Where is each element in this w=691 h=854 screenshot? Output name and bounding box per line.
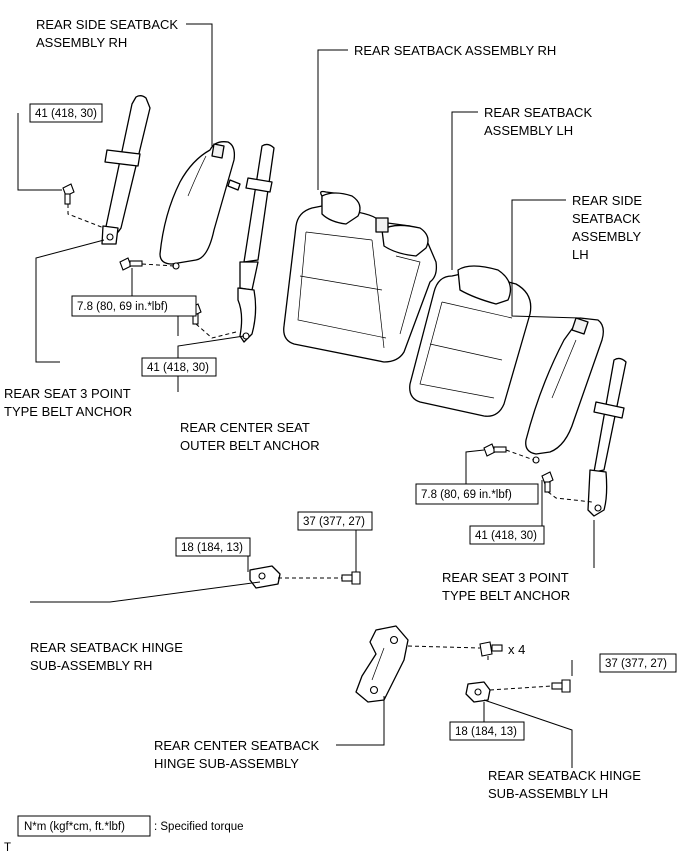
rear-side-seatback-lh [525,317,604,464]
rear-center-outer-belt [237,143,275,343]
label-hinge-rh-2: SUB-ASSEMBLY RH [30,658,152,673]
torque-box [29,103,103,123]
label-rear-side-seatback-lh-4: LH [572,247,589,262]
torque-box [599,653,677,673]
rear-seat-3-point-belt-lh [587,357,627,517]
legend-unit-box [17,815,151,837]
label-rear-seatback-lh: REAR SEATBACK [484,105,592,120]
torque-box [175,537,251,557]
torque-value: 7.8 (80, 69 in.*lbf) [77,301,168,313]
part-labels: REAR SIDE SEATBACK ASSEMBLY RH REAR SEAT… [4,17,642,801]
label-rear-side-seatback-lh-3: ASSEMBLY [572,229,641,244]
rear-seatback-hinge-rh [249,565,281,589]
label-rear-side-seatback-rh-2: ASSEMBLY RH [36,35,127,50]
legend-meaning: : Specified torque [154,821,244,833]
footer-mark: T [4,842,11,854]
label-rear-seatback-lh-2: ASSEMBLY LH [484,123,573,138]
label-center-belt-anchor: REAR CENTER SEAT [180,420,310,435]
label-rear-side-seatback-rh: REAR SIDE SEATBACK [36,17,178,32]
label-rear-side-seatback-lh: REAR SIDE [572,193,642,208]
torque-legend: N*m (kgf*cm, ft.*lbf) : Specified torque… [4,815,244,854]
torque-box [297,511,373,531]
torque-box [71,295,197,317]
label-hinge-lh: REAR SEATBACK HINGE [488,768,641,783]
torque-value: 37 (377, 27) [303,516,365,528]
torque-value: 18 (184, 13) [181,542,243,554]
label-bolt-quantity: x 4 [508,642,525,657]
torque-value: 41 (418, 30) [147,362,209,374]
torque-box [449,721,525,741]
torque-value: 41 (418, 30) [35,108,97,120]
torque-value: 41 (418, 30) [475,530,537,542]
torque-box [469,525,545,545]
assembly-dashed-lines [67,204,593,691]
label-hinge-lh-2: SUB-ASSEMBLY LH [488,786,608,801]
rear-seatback-lh [409,265,532,417]
rear-seat-3-point-belt-rh [101,95,151,245]
label-belt-anchor-lh: REAR SEAT 3 POINT [442,570,569,585]
torque-value: 7.8 (80, 69 in.*lbf) [421,489,512,501]
label-center-hinge-2: HINGE SUB-ASSEMBLY [154,756,299,771]
rear-center-seatback-hinge [355,625,409,703]
label-belt-anchor-rh: REAR SEAT 3 POINT [4,386,131,401]
label-belt-anchor-lh-2: TYPE BELT ANCHOR [442,588,570,603]
torque-value: 18 (184, 13) [455,726,517,738]
rear-seatback-hinge-lh [465,681,491,703]
rear-side-seatback-rh [159,141,241,270]
torque-value: 37 (377, 27) [605,658,667,670]
torque-box [141,357,217,377]
bolt-icon [62,183,571,693]
torque-spec-boxes: 41 (418, 30) 7.8 (80, 69 in.*lbf) 41 (41… [29,103,677,741]
rear-seatback-rh [283,190,438,363]
legend-unit-text: N*m (kgf*cm, ft.*lbf) [24,821,125,833]
label-center-belt-anchor-2: OUTER BELT ANCHOR [180,438,320,453]
label-hinge-rh: REAR SEATBACK HINGE [30,640,183,655]
label-belt-anchor-rh-2: TYPE BELT ANCHOR [4,404,132,419]
torque-box [415,483,539,505]
label-rear-seatback-rh: REAR SEATBACK ASSEMBLY RH [354,43,556,58]
label-center-hinge: REAR CENTER SEATBACK [154,738,320,753]
label-rear-side-seatback-lh-2: SEATBACK [572,211,641,226]
